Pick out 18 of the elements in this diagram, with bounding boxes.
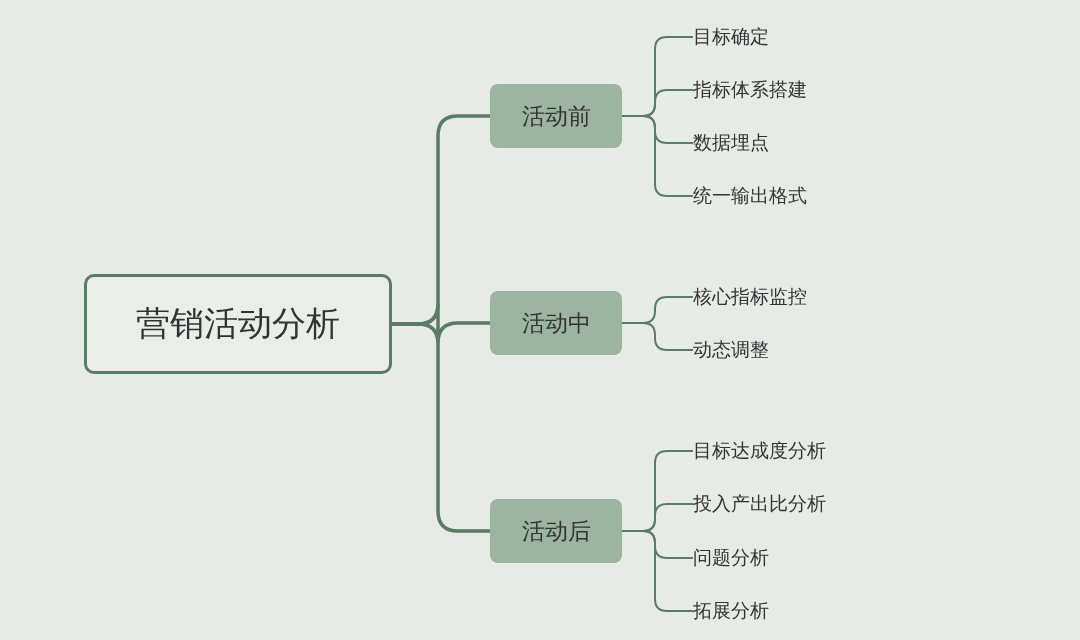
item-text: 拓展分析	[693, 596, 769, 626]
topic-box: 营销活动分析	[84, 274, 392, 374]
item-text: 目标达成度分析	[693, 436, 826, 466]
item-text: 数据埋点	[693, 128, 769, 158]
item-text: 问题分析	[693, 543, 769, 573]
item-text: 投入产出比分析	[693, 489, 826, 519]
item-text: 指标体系搭建	[693, 75, 807, 105]
item-text: 动态调整	[693, 335, 769, 365]
connector	[621, 115, 694, 197]
connector	[621, 322, 694, 351]
item-text: 统一输出格式	[693, 181, 807, 211]
connector	[621, 530, 694, 612]
subtopic-box: 活动后	[490, 499, 622, 563]
subtopic-box: 活动前	[490, 84, 622, 148]
connector	[392, 322, 490, 533]
item-text: 核心指标监控	[693, 282, 807, 312]
item-text: 目标确定	[693, 22, 769, 52]
subtopic-box: 活动中	[490, 291, 622, 355]
